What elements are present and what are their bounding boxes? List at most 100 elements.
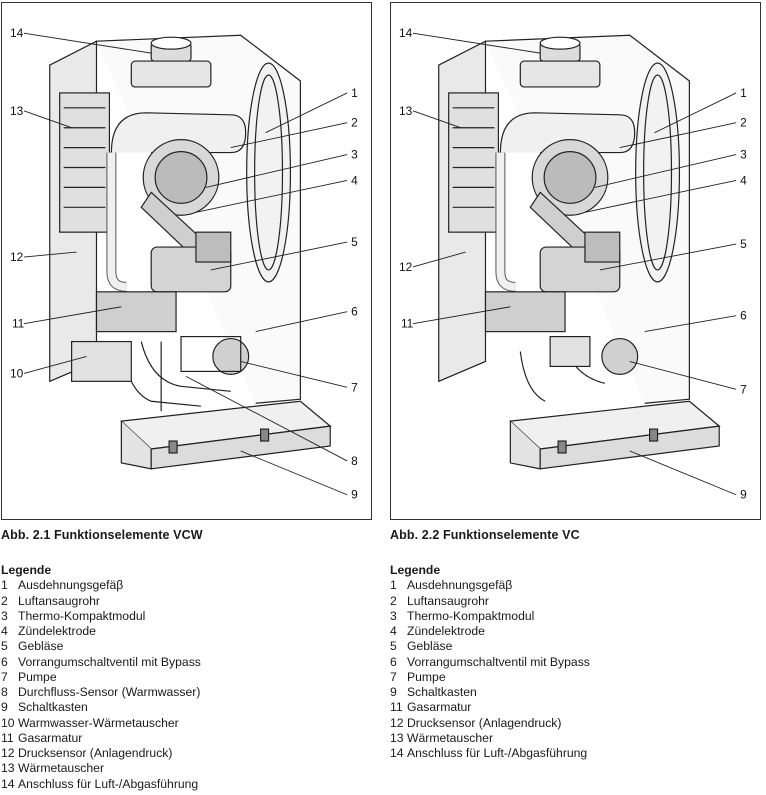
- legend-item: 1 Ausdehnungsgefäβ: [1, 578, 201, 593]
- legend-item-text: Warmwasser-Wärmetauscher: [18, 715, 179, 730]
- legend-item: 8 Durchfluss-Sensor (Warmwasser): [1, 685, 201, 700]
- legend-item-number: 6: [390, 654, 397, 669]
- callout-14: 14: [10, 26, 24, 40]
- callout-1: 1: [740, 86, 747, 100]
- legend-item: 4 Zündelektrode: [390, 624, 590, 639]
- callout-7: 7: [351, 380, 358, 394]
- legend-item-text: Schaltkasten: [407, 685, 477, 699]
- callout-3: 3: [740, 148, 747, 162]
- legend-item-text: Wärmetauscher: [407, 730, 494, 745]
- legend-item-number: 10: [1, 715, 15, 730]
- legend-item: 3 Thermo-Kompaktmodul: [390, 609, 590, 624]
- legend-item: 5 Gebläse: [1, 639, 201, 654]
- legend-item-number: 4: [390, 624, 397, 638]
- legend-item-text: Durchfluss-Sensor (Warmwasser): [18, 685, 201, 699]
- legend-item-number: 9: [1, 700, 8, 715]
- legend-item-number: 7: [390, 669, 397, 684]
- callout-7: 7: [740, 382, 747, 396]
- legend-item-number: 13: [390, 730, 404, 745]
- legend-item: 11 Gasarmatur: [390, 700, 590, 715]
- boiler-drawing-vcw: 14 13 12 11 10 1 2 3 4 5 6 7 8 9: [10, 26, 358, 501]
- legend-item-number: 13: [1, 761, 15, 776]
- legend-item-number: 1: [390, 578, 397, 593]
- callout-2: 2: [351, 116, 358, 130]
- legend-vcw: Legende 1 Ausdehnungsgefäβ 2 Luftansaugrohr…: [1, 563, 201, 792]
- legend-item-number: 2: [1, 593, 8, 608]
- callout-11: 11: [401, 317, 414, 331]
- legend-item-text: Luftansaugrohr: [407, 593, 489, 608]
- figure-vc: 14 13 12 11 1 2 3 4 5 6 7 9: [390, 2, 761, 520]
- callout-5: 5: [351, 235, 358, 249]
- legend-item-text: Ausdehnungsgefäβ: [18, 578, 124, 593]
- callout-6: 6: [351, 305, 358, 319]
- legend-item-number: 4: [1, 624, 8, 638]
- legend-item-text: Gebläse: [18, 639, 64, 654]
- callout-8: 8: [351, 454, 358, 468]
- legend-title: Legende: [390, 563, 441, 577]
- callout-9: 9: [351, 488, 358, 502]
- legend-item-text: Vorrangumschaltventil mit Bypass: [407, 654, 590, 669]
- legend-item-text: Drucksensor (Anlagendruck): [18, 746, 173, 760]
- legend-title: Legende: [1, 563, 52, 577]
- legend-item-number: 14: [1, 776, 15, 791]
- legend-item-text: Drucksensor (Anlagendruck): [407, 715, 562, 730]
- callout-11: 11: [12, 317, 25, 331]
- figure-vcw: 14 13 12 11 10 1 2 3 4 5 6 7 8 9: [1, 2, 372, 520]
- legend-item-number: 3: [1, 608, 8, 623]
- legend-item-text: Thermo-Kompaktmodul: [18, 608, 146, 623]
- callout-13: 13: [399, 104, 413, 118]
- legend-item-number: 12: [390, 715, 404, 730]
- legend-item-text: Gebläse: [407, 639, 453, 654]
- legend-item-text: Luftansaugrohr: [18, 593, 100, 608]
- legend-item-text: Wärmetauscher: [18, 761, 105, 776]
- boiler-illustration: [438, 34, 721, 470]
- legend-item-number: 11: [1, 730, 14, 745]
- figure-caption-vc: Abb. 2.2 Funktionselemente VC: [390, 528, 580, 542]
- callout-9: 9: [740, 488, 747, 502]
- legend-item-number: 2: [390, 593, 397, 608]
- legend-item-text: Thermo-Kompaktmodul: [407, 608, 535, 623]
- legend-item-number: 11: [390, 700, 403, 715]
- legend-item: 5 Gebläse: [390, 639, 590, 654]
- legend-item-number: 5: [1, 639, 8, 654]
- callout-labels: 14 13 12 11 10 1 2 3 4 5 6 7 8 9: [10, 26, 358, 501]
- legend-item-number: 1: [1, 578, 8, 593]
- legend-item-number: 9: [390, 685, 397, 699]
- figure-caption-vcw: Abb. 2.1 Funktionselemente VCW: [1, 528, 203, 542]
- leader-lines: [23, 32, 348, 496]
- legend-item-number: 3: [390, 608, 397, 623]
- legend-item: 2 Luftansaugrohr: [390, 594, 590, 609]
- legend-item-number: 5: [390, 639, 397, 654]
- callout-5: 5: [740, 237, 747, 251]
- legend-item: 9 Schaltkasten: [390, 685, 590, 700]
- legend-item: 2 Luftansaugrohr: [1, 594, 201, 609]
- legend-item-number: 12: [1, 746, 15, 760]
- legend-item-text: Pumpe: [407, 669, 446, 684]
- legend-item-number: 8: [1, 685, 8, 699]
- legend-item-number: 7: [1, 669, 8, 684]
- callout-12: 12: [10, 250, 24, 264]
- callout-4: 4: [740, 173, 747, 187]
- callout-1: 1: [351, 86, 358, 100]
- legend-item-text: Pumpe: [18, 669, 57, 684]
- legend-item-text: Gasarmatur: [407, 700, 472, 715]
- legend-item-text: Vorrangumschaltventil mit Bypass: [18, 654, 201, 669]
- callout-12: 12: [399, 260, 413, 274]
- legend-item-text: Anschluss für Luft-/Abgasführung: [18, 776, 199, 791]
- legend-item-text: Zündelektrode: [407, 624, 485, 638]
- legend-item: 7 Pumpe: [1, 670, 201, 685]
- legend-item: 3 Thermo-Kompaktmodul: [1, 609, 201, 624]
- legend-item: 6 Vorrangumschaltventil mit Bypass: [390, 655, 590, 670]
- legend-item: 7 Pumpe: [390, 670, 590, 685]
- legend-item: 4 Zündelektrode: [1, 624, 201, 639]
- legend-item-text: Zündelektrode: [18, 624, 96, 638]
- callout-3: 3: [351, 148, 358, 162]
- callout-10: 10: [10, 366, 24, 380]
